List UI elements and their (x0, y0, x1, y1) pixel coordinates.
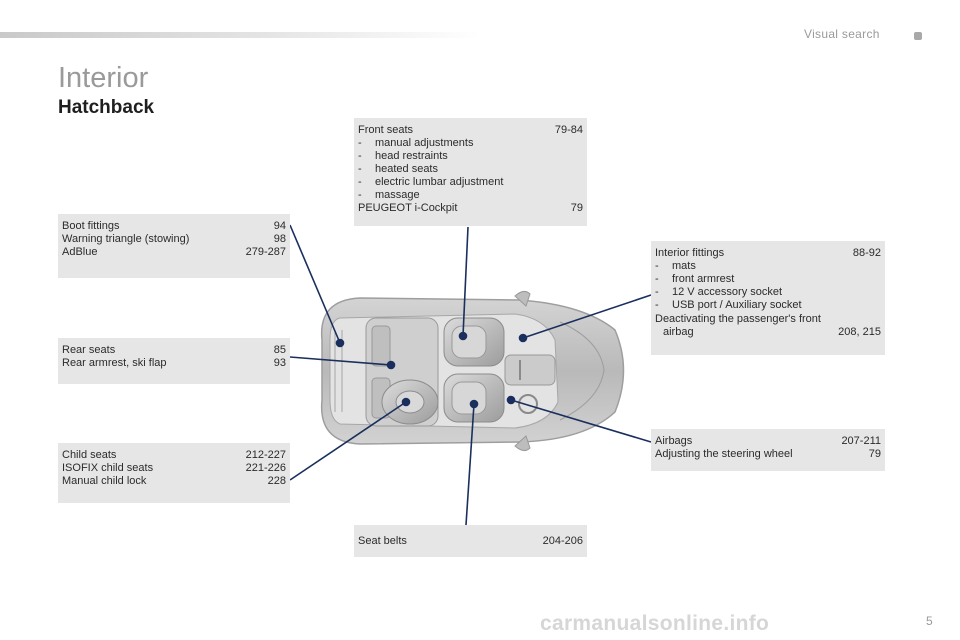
list-item: -electric lumbar adjustment (358, 176, 504, 188)
center-console (504, 354, 556, 386)
page-ref: 79 (570, 202, 583, 214)
list-item: -12 V accessory socket (655, 286, 783, 298)
header-rule (0, 32, 480, 38)
list-item: -manual adjustments (358, 137, 474, 149)
page-ref: 79-84 (554, 124, 583, 136)
callout-extra-cont: airbag (663, 326, 694, 338)
callout-extra: PEUGEOT i-Cockpit (358, 202, 458, 214)
callout-heading: Front seats (358, 124, 414, 136)
callout-front-seats: Front seats 79-84 -manual adjustments -he… (354, 118, 587, 226)
callout-interior-fittings: Interior fittings 88-92 -mats -front armr… (651, 241, 885, 355)
page-number: 5 (926, 614, 933, 628)
list-item: -head restraints (358, 150, 448, 162)
page-ref: 88-92 (852, 247, 881, 259)
list-item: -USB port / Auxiliary socket (655, 299, 802, 311)
list-item: -mats (655, 260, 696, 272)
left-mirror (514, 290, 531, 307)
section-marker (914, 32, 922, 40)
list-item: -massage (358, 189, 420, 201)
page-ref: 208, 215 (838, 326, 881, 338)
page-title: Interior (58, 62, 149, 94)
steering-wheel (518, 394, 538, 414)
right-mirror (514, 435, 531, 452)
page-subtitle: Hatchback (58, 97, 155, 118)
callout-heading: Interior fittings (655, 247, 725, 259)
watermark: carmanualsonline.info (540, 612, 770, 635)
callout-extra: Deactivating the passenger's front (655, 313, 821, 325)
section-label: Visual search (804, 27, 880, 41)
list-item: -front armrest (655, 273, 735, 285)
list-item: -heated seats (358, 163, 438, 175)
callout-row: Warning triangle (stowing)98 (62, 233, 286, 245)
